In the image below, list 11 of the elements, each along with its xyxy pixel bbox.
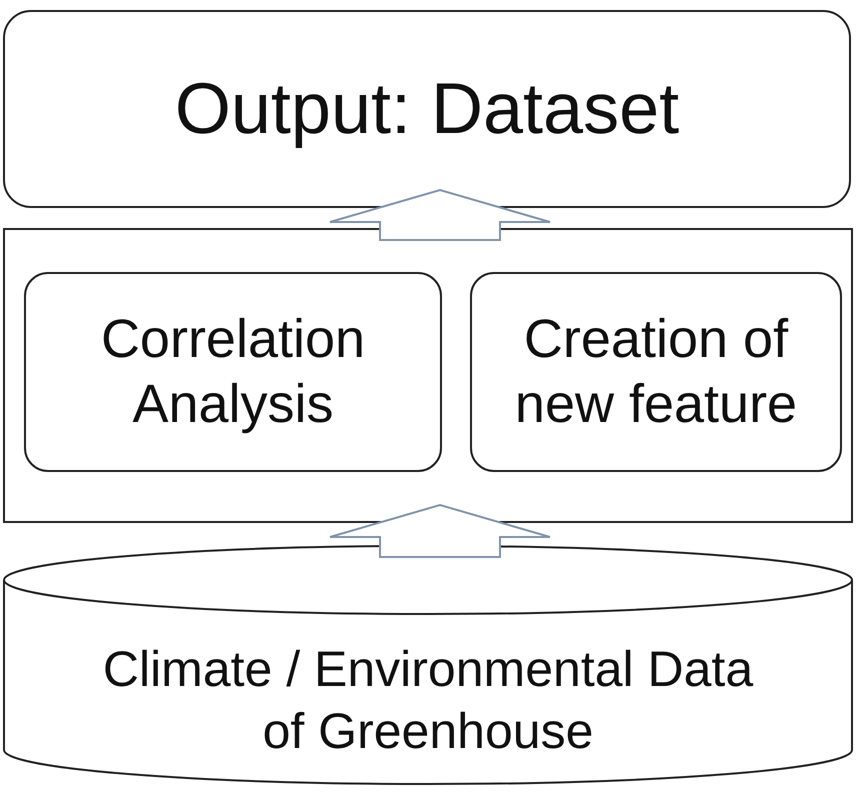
- database-cylinder: [3, 545, 853, 785]
- process-box: [470, 272, 842, 472]
- group-box: [3, 228, 853, 523]
- block-arrow: [329, 188, 551, 241]
- node-label: Creation of new feature: [514, 308, 798, 436]
- node-label: Output: Dataset: [174, 68, 680, 151]
- node-label: Correlation Analysis: [100, 308, 366, 436]
- process-box: [3, 10, 851, 208]
- node-label: Climate / Environmental Data of Greenhouse: [102, 640, 754, 761]
- process-box: [24, 272, 442, 472]
- block-arrow: [329, 504, 551, 558]
